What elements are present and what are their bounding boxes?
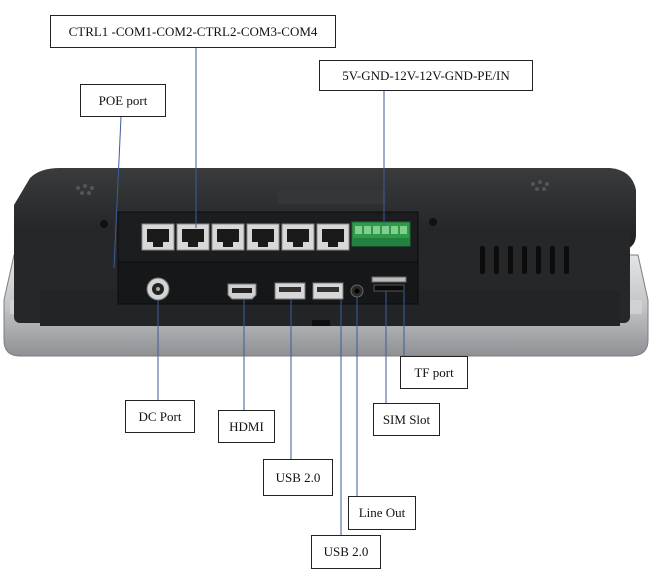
rj45-port-icon	[141, 223, 175, 251]
rj45-port-icon	[176, 223, 210, 251]
label-line-out: Line Out	[348, 496, 416, 530]
label-usb-2-0-first: USB 2.0	[263, 459, 333, 496]
screw-hole-icon	[429, 218, 437, 226]
screw-hole-icon	[100, 220, 108, 228]
tf-slot-icon	[371, 276, 407, 283]
hdmi-port-icon	[227, 283, 257, 300]
rj45-port-icon	[281, 223, 315, 251]
label-usb-2-0-second: USB 2.0	[311, 535, 381, 569]
label-tf-port: TF port	[400, 356, 468, 389]
rj45-port-icon	[211, 223, 245, 251]
audio-jack-icon	[350, 284, 364, 298]
ventilation-slots	[480, 246, 569, 274]
speaker-grille-left	[76, 184, 94, 195]
terminal-block-icon	[351, 221, 411, 247]
label-dc-port: DC Port	[125, 400, 195, 433]
label-sim-slot: SIM Slot	[373, 403, 440, 436]
label-ctrl-com-ports: CTRL1 -COM1-COM2-CTRL2-COM3-COM4	[50, 15, 336, 48]
usb-port-icon	[312, 282, 344, 300]
speaker-grille-right	[531, 180, 549, 191]
usb-port-icon	[274, 282, 306, 300]
latch-icon	[312, 320, 330, 326]
label-power-terminal: 5V-GND-12V-12V-GND-PE/IN	[319, 60, 533, 91]
label-hdmi: HDMI	[218, 410, 275, 443]
rj45-port-icon	[316, 223, 350, 251]
sim-slot-icon	[373, 284, 405, 292]
label-poe-port: POE port	[80, 84, 166, 117]
dc-jack-icon	[146, 277, 170, 301]
rj45-port-icon	[246, 223, 280, 251]
leader-lines	[113, 48, 405, 535]
